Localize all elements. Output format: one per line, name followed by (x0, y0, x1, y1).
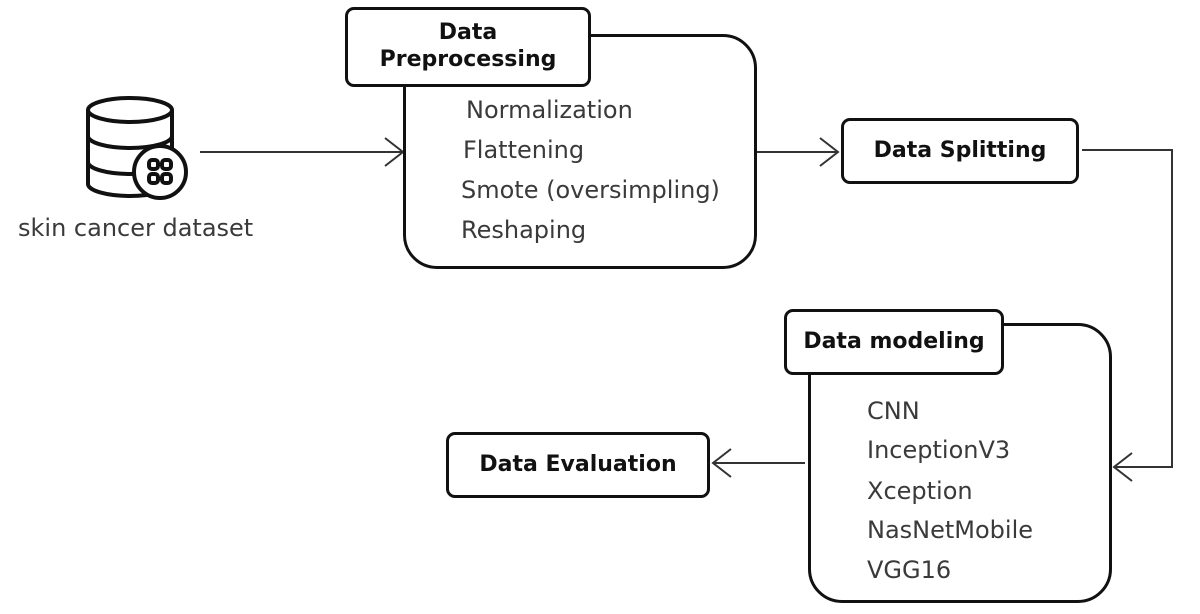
preprocessing-title-line1: Data (438, 20, 498, 46)
modeling-item: CNN (867, 397, 920, 425)
preprocessing-item: Reshaping (461, 216, 587, 244)
preprocessing-title-box: Data Preprocessing (345, 7, 591, 87)
preprocessing-item: Normalization (466, 96, 633, 124)
data-evaluation-box: Data Evaluation (446, 432, 710, 498)
modeling-item: NasNetMobile (867, 516, 1034, 544)
arrow-modeling-to-evaluation (711, 448, 805, 478)
data-splitting-box: Data Splitting (841, 118, 1079, 184)
modeling-title-box: Data modeling (784, 309, 1004, 375)
data-evaluation-label: Data Evaluation (479, 451, 677, 477)
arrow-splitting-to-modeling (1082, 149, 1173, 482)
modeling-title: Data modeling (803, 328, 985, 354)
preprocessing-title-line2: Preprocessing (379, 47, 557, 72)
arrow-preprocessing-to-splitting (757, 137, 840, 167)
arrow-dataset-to-preprocessing (200, 137, 405, 167)
database-icon (86, 96, 188, 200)
dataset-label: skin cancer dataset (18, 214, 254, 242)
modeling-item: Xception (867, 477, 973, 505)
data-splitting-label: Data Splitting (873, 137, 1047, 163)
preprocessing-item: Smote (oversimpling) (461, 176, 720, 204)
modeling-item: VGG16 (867, 556, 952, 584)
modeling-item: InceptionV3 (867, 436, 1011, 464)
preprocessing-item: Flattening (463, 136, 585, 164)
